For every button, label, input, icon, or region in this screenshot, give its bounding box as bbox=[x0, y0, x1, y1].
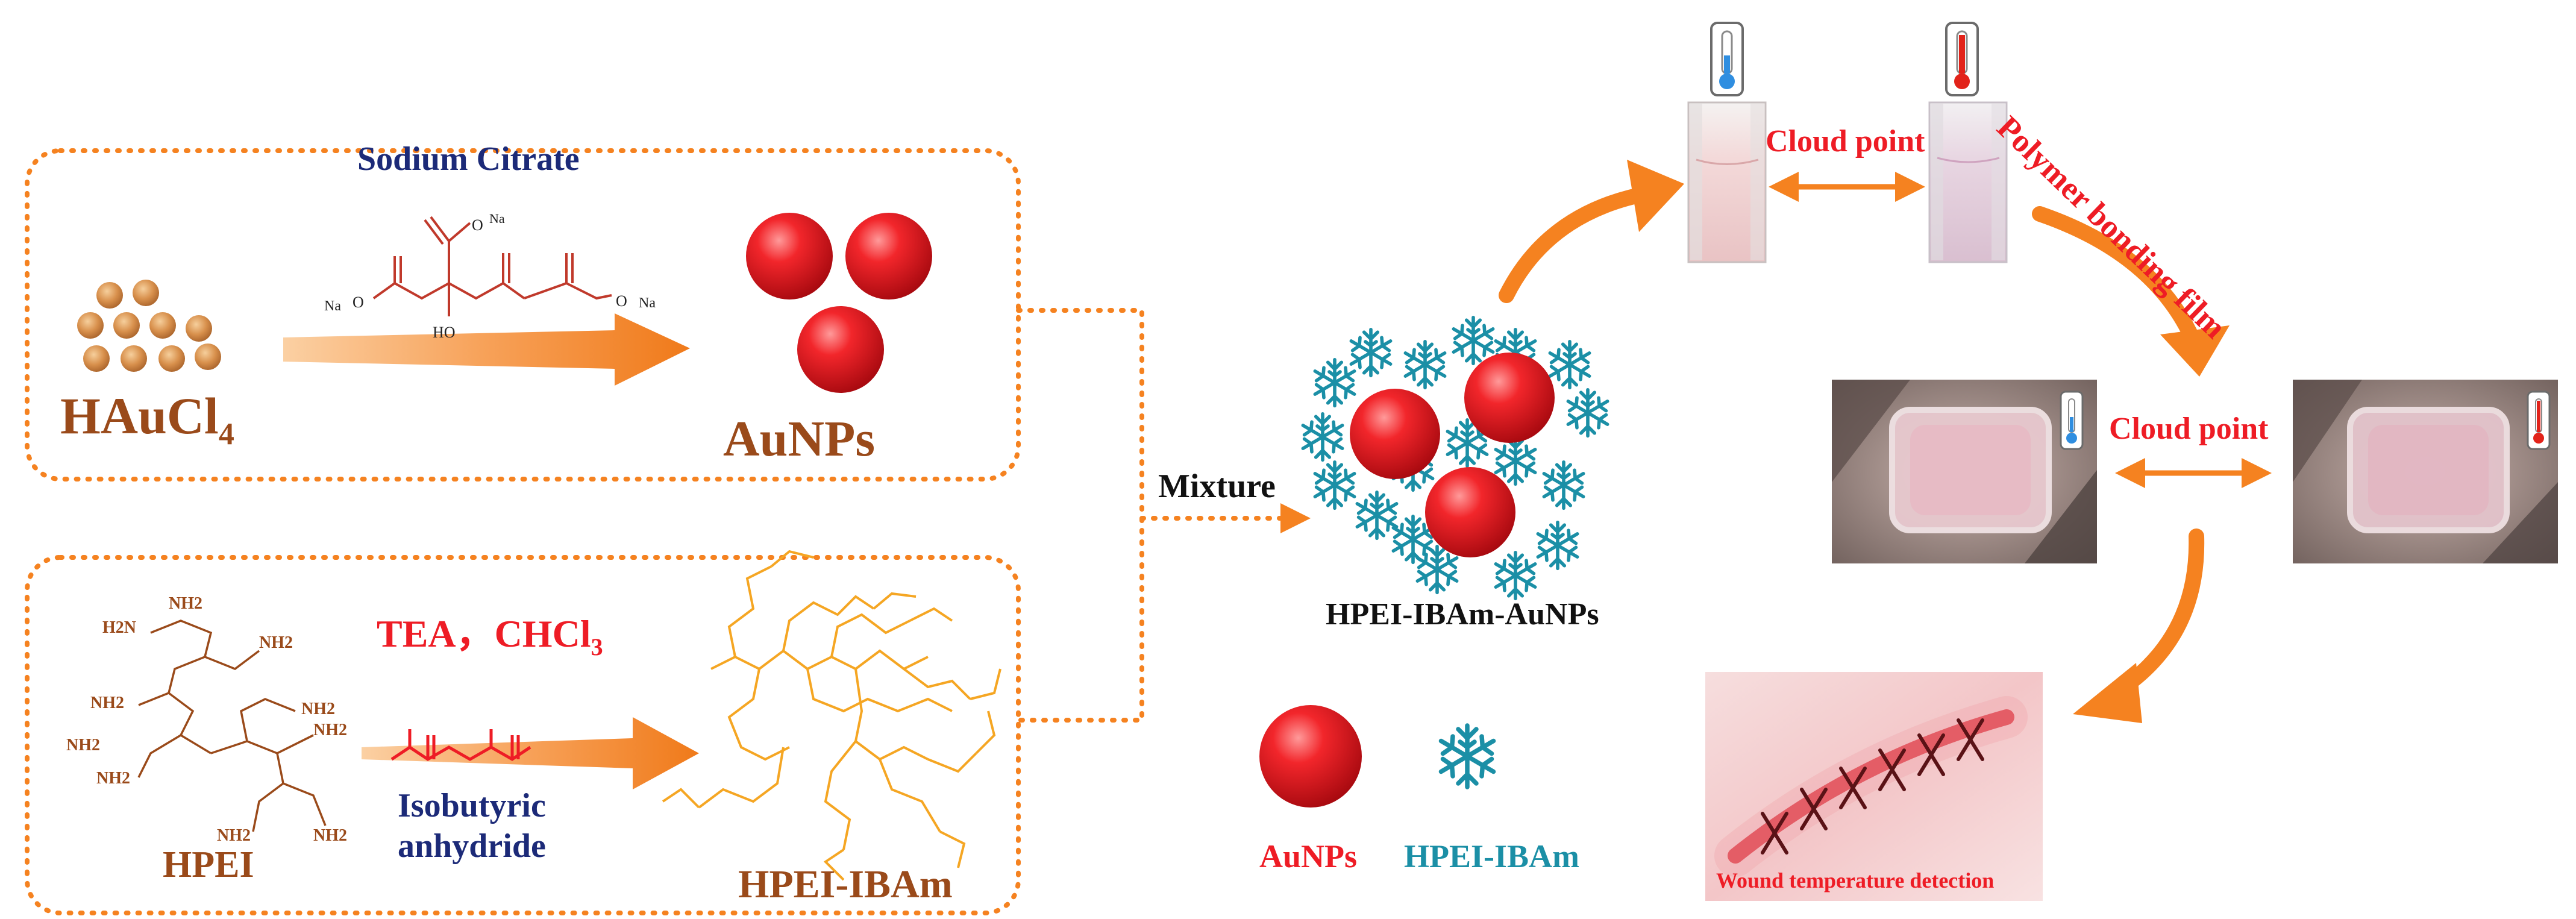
cuvette-cold bbox=[1687, 101, 1767, 263]
citrate-o-left: O bbox=[353, 293, 364, 311]
legend-aunps-icon bbox=[1259, 705, 1362, 808]
hpei-group-10: NH2 bbox=[313, 826, 347, 845]
thermometer-cold-icon bbox=[2060, 390, 2084, 450]
legend-label-hpei-ibam: HPEI-IBAm bbox=[1404, 838, 1580, 874]
hpei-ibam-aunps-complex bbox=[1303, 318, 1607, 599]
film-photo-cold bbox=[1832, 380, 2097, 563]
cuvette-hot bbox=[1928, 101, 2008, 263]
synthesis-panel-aunps bbox=[25, 148, 1021, 481]
hpei-group-3: H2N bbox=[102, 618, 136, 637]
label-wound-temperature-detection: Wound temperature detection bbox=[1716, 868, 1995, 892]
wound-image bbox=[1705, 672, 2043, 901]
flow-arrowhead-1 bbox=[1627, 160, 1684, 232]
hpei-group-9: NH2 bbox=[217, 826, 251, 845]
hpei-group-1: NH2 bbox=[169, 594, 202, 613]
flow-arrow-film-to-wound bbox=[2107, 529, 2205, 701]
thermometer-hot-icon bbox=[2527, 390, 2551, 450]
citrate-o-top: O bbox=[472, 216, 483, 234]
citrate-na-right: Na bbox=[639, 295, 656, 311]
label-sodium-citrate: Sodium Citrate bbox=[357, 140, 580, 178]
label-haucl4: HAuCl4 bbox=[60, 387, 234, 452]
label-anhydride: anhydride bbox=[398, 827, 546, 865]
hpei-group-5: NH2 bbox=[66, 736, 100, 754]
hpei-group-7: NH2 bbox=[313, 721, 347, 739]
haucl4-particles bbox=[77, 280, 221, 372]
citrate-na-left: Na bbox=[324, 298, 341, 314]
cloud-point-arrow-mid bbox=[2115, 458, 2272, 488]
label-mixture: Mixture bbox=[1158, 468, 1276, 505]
flow-arrowhead-3 bbox=[2073, 663, 2142, 723]
flow-arrowhead-2 bbox=[2160, 325, 2230, 377]
isobutyric-anhydride-structure bbox=[390, 729, 531, 761]
hpei-group-6: NH2 bbox=[301, 700, 335, 718]
label-cloud-point-mid: Cloud point bbox=[2109, 412, 2269, 446]
label-tea-chcl3: TEA，CHCl3 bbox=[377, 612, 603, 660]
citrate-o-right: O bbox=[616, 292, 627, 310]
legend bbox=[1259, 705, 1494, 808]
legend-label-aunps: AuNPs bbox=[1259, 838, 1358, 874]
legend-polymer-snowflake-icon bbox=[1441, 726, 1494, 787]
label-hpei-ibam: HPEI-IBAm bbox=[738, 862, 953, 906]
hpei-ibam-structure bbox=[662, 550, 1001, 881]
citrate-right-arm bbox=[524, 253, 612, 300]
label-isobutyric: Isobutyric bbox=[398, 787, 546, 824]
reaction-arrow-bottom bbox=[362, 717, 699, 789]
synthesis-panel-hpei bbox=[25, 555, 1021, 915]
label-hpei-ibam-aunps: HPEI-IBAm-AuNPs bbox=[1326, 597, 1599, 632]
cloud-point-arrow-top bbox=[1769, 172, 1925, 202]
flow-arrow-complex-to-cuvette bbox=[1499, 185, 1659, 303]
mixture-connector bbox=[1016, 308, 1286, 723]
hpei-group-2: NH2 bbox=[259, 633, 293, 652]
label-aunps: AuNPs bbox=[723, 411, 876, 467]
citrate-na-top: Na bbox=[489, 211, 505, 226]
reaction-arrow-top bbox=[283, 313, 690, 386]
hpei-group-8: NH2 bbox=[96, 769, 130, 788]
thermometer-hot-icon bbox=[1945, 22, 1979, 96]
hpei-group-4: NH2 bbox=[90, 694, 124, 712]
sodium-citrate-structure bbox=[372, 216, 525, 316]
thermometer-cold-icon bbox=[1710, 22, 1744, 96]
flow-arrow-cuvette-to-film bbox=[2032, 206, 2201, 348]
label-hpei: HPEI bbox=[163, 844, 254, 885]
film-photo-hot bbox=[2293, 380, 2558, 563]
label-cloud-point-top: Cloud point bbox=[1766, 124, 1925, 158]
aunps-product bbox=[746, 213, 932, 393]
mixture-arrowhead bbox=[1280, 503, 1311, 533]
hpei-structure bbox=[137, 619, 327, 832]
citrate-ho: HO bbox=[433, 324, 456, 341]
